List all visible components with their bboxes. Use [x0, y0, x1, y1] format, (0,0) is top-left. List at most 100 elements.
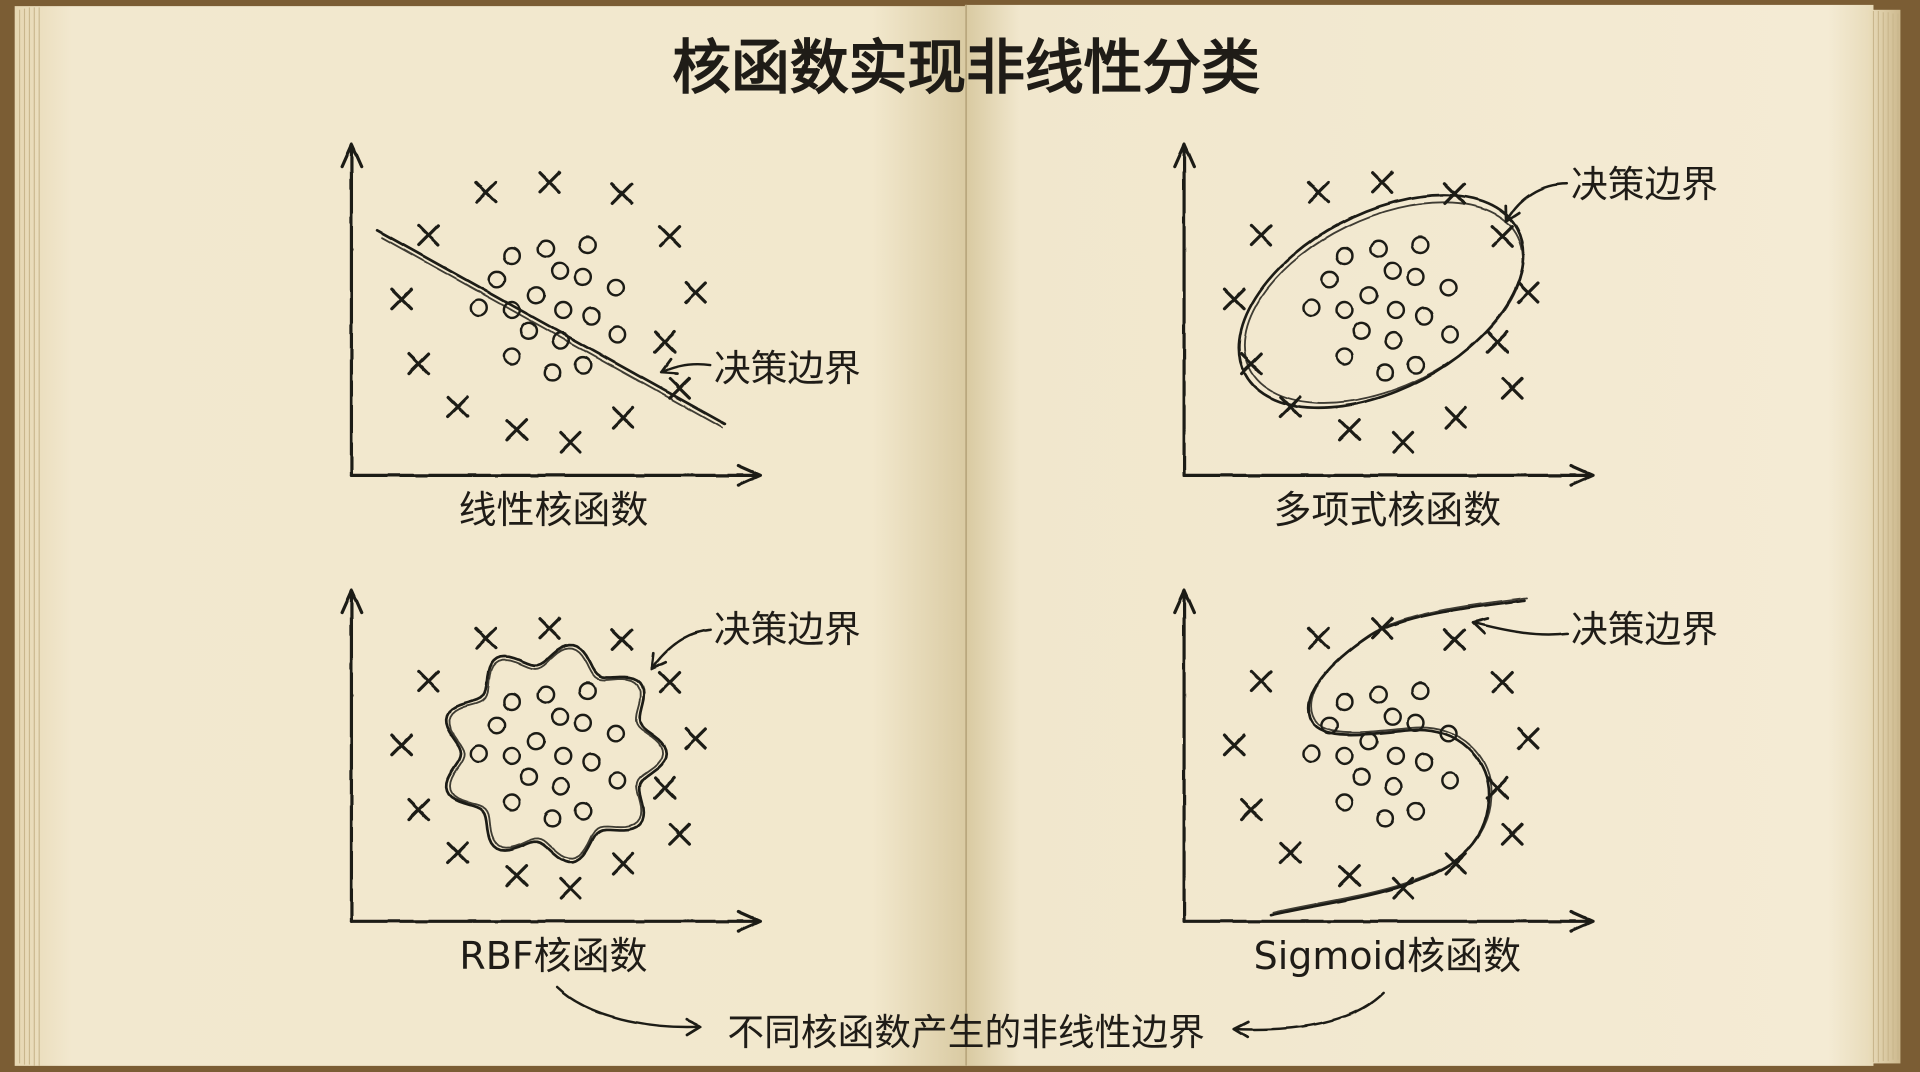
left-page [14, 6, 968, 1066]
decision-boundary-stroke [381, 236, 724, 429]
circle-marker [1369, 239, 1388, 258]
circle-marker [550, 707, 569, 726]
cross-marker [1279, 841, 1302, 865]
cross-marker [474, 626, 498, 650]
panel-linear-kernel [340, 142, 762, 487]
circle-marker [1414, 752, 1434, 772]
circle-marker [606, 724, 626, 744]
circle-marker [1439, 278, 1458, 298]
bottom-caption: 不同核函数产生的非线性边界 [727, 1011, 1204, 1054]
cross-marker [611, 852, 635, 876]
cross-marker [1307, 180, 1331, 204]
circle-marker [573, 801, 593, 821]
panel-label-polynomial: 多项式核函数 [1274, 488, 1502, 532]
circle-marker [582, 306, 601, 326]
panel-rbf-kernel [340, 588, 762, 933]
annotation-arrow-linear [659, 358, 712, 376]
circle-marker [554, 300, 573, 320]
annotation-arrow-sigmoid [1471, 617, 1569, 636]
circle-marker [1335, 692, 1354, 712]
boundary-note-sigmoid: 决策边界 [1571, 608, 1718, 651]
cross-marker [1371, 171, 1394, 194]
circle-marker [527, 286, 546, 305]
x-axis [349, 909, 762, 933]
circle-marker [582, 752, 601, 772]
circle-marker [536, 239, 556, 258]
y-axis [1172, 588, 1196, 923]
circle-marker [1411, 681, 1430, 701]
circle-marker [550, 261, 569, 280]
circle-marker [1335, 793, 1354, 812]
x-axis [1182, 463, 1595, 487]
decision-boundary [444, 643, 669, 864]
cross-marker [1444, 852, 1468, 876]
caption-arrow-right [1232, 991, 1385, 1039]
circle-marker [554, 746, 573, 766]
circle-marker [1414, 306, 1434, 326]
cross-marker [653, 330, 677, 354]
annotation-arrows [555, 182, 1569, 1039]
circle-marker [1384, 331, 1403, 350]
circle-marker [469, 744, 488, 763]
circle-marker [1440, 325, 1459, 344]
cross-marker [610, 182, 634, 205]
circle-marker [1320, 270, 1339, 289]
cross-marker [653, 776, 677, 800]
cross-marker [474, 180, 498, 204]
cross-marker [1222, 287, 1246, 311]
cross-marker [1338, 864, 1361, 888]
panel-sigmoid-kernel [1172, 588, 1595, 933]
cross-marker [1491, 671, 1514, 694]
decision-boundary-stroke [448, 647, 664, 860]
cross-marker [390, 287, 414, 311]
scatter-points [1222, 171, 1540, 454]
circle-marker [502, 746, 522, 766]
circle-marker [1335, 347, 1354, 366]
circle-marker [573, 355, 593, 375]
circle-marker [1386, 746, 1406, 766]
cross-marker [559, 430, 582, 454]
circle-marker [606, 278, 626, 298]
cross-marker [658, 225, 682, 248]
circle-marker [1352, 767, 1371, 786]
circle-marker [1359, 286, 1379, 305]
decision-boundary [375, 228, 727, 426]
circle-marker [1440, 771, 1459, 790]
page-title: 核函数实现非线性分类 [672, 33, 1260, 102]
cross-marker [505, 864, 529, 888]
cross-marker [1500, 376, 1524, 400]
circle-marker [607, 771, 627, 790]
circle-marker [543, 363, 562, 382]
circle-marker [1352, 321, 1371, 340]
circle-marker [1383, 261, 1402, 280]
cross-marker [446, 395, 470, 419]
cross-marker [1240, 798, 1263, 822]
x-axis [1182, 909, 1595, 933]
circle-marker [469, 298, 488, 317]
circle-marker [1406, 267, 1425, 287]
circle-marker [1302, 298, 1321, 317]
cross-marker [1444, 406, 1468, 430]
cross-marker [658, 671, 682, 694]
cross-marker [407, 798, 431, 822]
circle-marker [543, 809, 562, 828]
circle-marker [1335, 300, 1354, 320]
boundary-note-linear: 决策边界 [714, 347, 861, 390]
cross-marker [390, 733, 414, 757]
circle-marker [502, 246, 522, 266]
circle-marker [551, 777, 570, 796]
circle-marker [502, 692, 522, 712]
cross-marker [505, 418, 529, 442]
cross-marker [1491, 225, 1514, 248]
circle-marker [573, 713, 593, 733]
right-page [964, 4, 1874, 1066]
circle-marker [1369, 685, 1388, 704]
decision-boundary-stroke [1243, 201, 1524, 404]
circle-marker [1335, 746, 1354, 766]
circle-marker [487, 716, 507, 735]
circle-marker [536, 685, 556, 704]
circle-marker [502, 347, 522, 366]
cross-marker [1391, 430, 1415, 454]
cross-marker [417, 669, 440, 693]
panel-drawing [1172, 142, 1595, 487]
